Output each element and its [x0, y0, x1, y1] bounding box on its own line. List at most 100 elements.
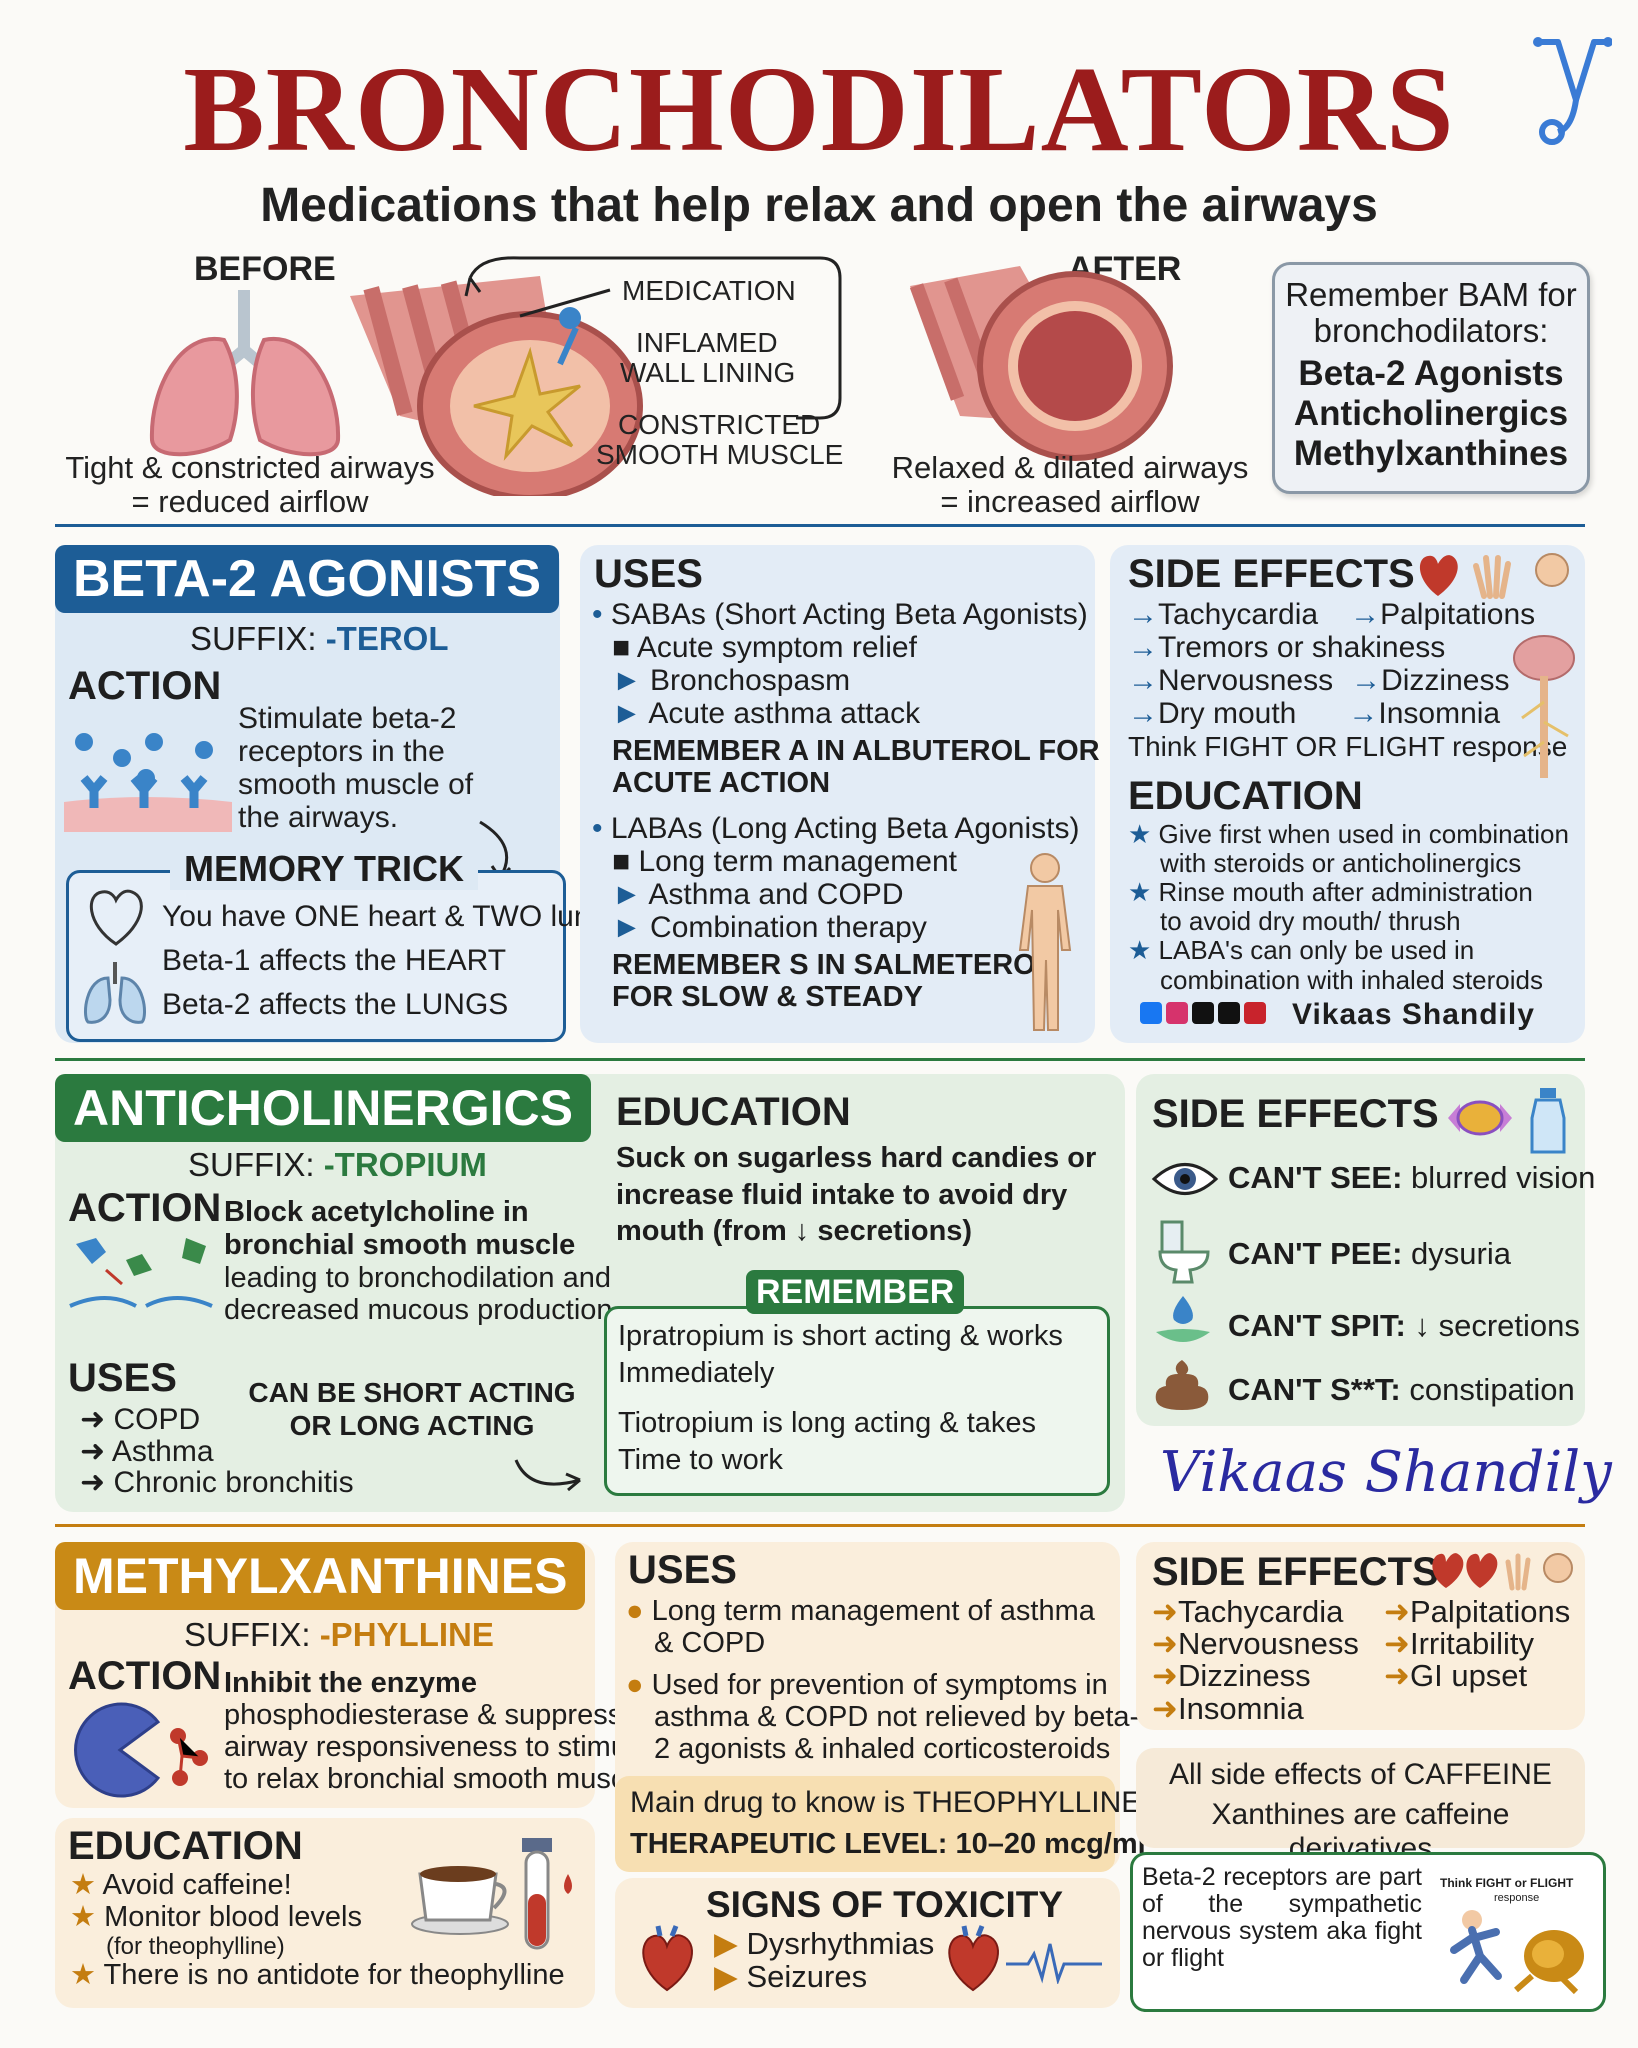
methyl-se-r2: ➜Irritability: [1384, 1626, 1534, 1662]
antichol-title-text: ANTICHOLINERGICS: [73, 1080, 573, 1136]
divider-gold: [55, 1524, 1585, 1527]
antichol-uses-list: ➜ COPD ➜ Asthma ➜ Chronic bronchitis: [80, 1404, 354, 1499]
antichol-se-title: SIDE EFFECTS: [1152, 1092, 1439, 1136]
beta2-note-text: Beta-2 receptors are part of the sympath…: [1142, 1863, 1422, 1972]
after-caption-2: = increased airflow: [940, 484, 1200, 519]
antichol-action-1: Block acetylcholine in: [224, 1196, 529, 1228]
brain-spine-icon: [1513, 635, 1575, 778]
heart-outline-icon: [89, 889, 143, 946]
ipratropium-line-1: Ipratropium is short acting & works: [618, 1320, 1063, 1352]
beta2-suffix: SUFFIX: -TEROL: [190, 620, 449, 658]
beta2-action-line-1: Stimulate beta-2: [238, 702, 457, 735]
antichol-suffix-label: SUFFIX:: [188, 1146, 324, 1183]
saba-item-3: ► Acute asthma attack: [612, 697, 921, 730]
methyl-use-2c: 2 agonists & inhaled corticosteroids: [654, 1732, 1111, 1765]
beta2-edu-3a-text: LABA's can only be used in: [1158, 935, 1475, 966]
antichol-suffix: SUFFIX: -TROPIUM: [188, 1146, 487, 1184]
cant-spit-text: ↓ secretions: [1405, 1308, 1580, 1343]
methyl-se-l3-text: Dizziness: [1177, 1658, 1311, 1694]
methyl-edu-3-text: There is no antidote for theophylline: [103, 1959, 565, 1992]
coffee-blood-vial-icon: [411, 1838, 572, 1950]
methyl-use-2b: asthma & COPD not relieved by beta-: [654, 1700, 1140, 1733]
antichol-can-be-2: OR LONG ACTING: [289, 1410, 535, 1442]
beta2-note-box: [1130, 1852, 1606, 2012]
running-man-lion-icon: [1450, 1910, 1584, 1995]
antichol-se-3: CAN'T SPIT: ↓ secretions: [1228, 1308, 1580, 1344]
beta2-action-line-2: receptors in the: [238, 735, 445, 768]
methyl-suffix: SUFFIX: -PHYLLINE: [184, 1616, 494, 1654]
bam-methylxanthines: Methylxanthines: [1293, 434, 1569, 474]
toxicity-panel: [615, 1878, 1120, 2008]
laba-item-1-text: Long term management: [638, 844, 957, 878]
methyl-action-1: Inhibit the enzyme: [224, 1667, 477, 1699]
candy-bottle-icon: [1448, 1088, 1566, 1154]
beta2-suffix-value: -TEROL: [325, 620, 449, 657]
pinterest-icon[interactable]: [1244, 1002, 1266, 1024]
methyl-se-r2-text: Irritability: [1409, 1626, 1534, 1662]
methyl-se-r3: ➜GI upset: [1384, 1658, 1528, 1694]
se-insomnia: Insomnia: [1378, 697, 1501, 730]
enzyme-inhibition-icon: [74, 1702, 208, 1798]
methyl-edu-1-text: Avoid caffeine!: [102, 1869, 292, 1901]
se-palpitations: Palpitations: [1380, 598, 1536, 631]
antichol-use-1: ➜ COPD: [80, 1403, 201, 1436]
antichol-edu-text: Suck on sugarless hard candies or increa…: [616, 1140, 1096, 1250]
antichol-action-text: Block acetylcholine in bronchial smooth …: [224, 1196, 613, 1327]
antichol-action-3: leading to bronchodilation and: [224, 1261, 611, 1294]
remember-content: Ipratropium is short acting & works Imme…: [618, 1318, 1063, 1478]
human-body-icon: [1018, 853, 1072, 1031]
antichol-se-2: CAN'T PEE: dysuria: [1228, 1236, 1511, 1272]
divider-blue: [55, 524, 1585, 527]
inflamed-label-2: WALL LINING: [620, 357, 796, 388]
beta2-title-text: BETA-2 AGONISTS: [73, 550, 542, 608]
cant-see-label: CAN'T SEE:: [1228, 1160, 1403, 1195]
methyl-se-l4-text: Insomnia: [1177, 1690, 1304, 1726]
inflamed-label-1: INFLAMED: [636, 327, 778, 358]
beta2-action-line-4: the airways.: [238, 801, 399, 834]
water-drop-icon: [1156, 1296, 1210, 1342]
beta2-edu-1a: ★ Give first when used in combination: [1128, 819, 1569, 849]
methyl-suffix-label: SUFFIX:: [184, 1616, 320, 1653]
methyl-se-l4: ➜Insomnia: [1152, 1690, 1304, 1726]
laba-item-2-text: Asthma and COPD: [648, 877, 904, 911]
antichol-action-label: ACTION: [68, 1186, 222, 1230]
facebook-icon[interactable]: [1140, 1002, 1162, 1024]
medication-callout-line: [464, 256, 842, 420]
heart-anatomy-icon-2: [948, 1925, 999, 1992]
constricted-label-2: SMOOTH MUSCLE: [596, 439, 844, 470]
x-icon[interactable]: [1218, 1002, 1240, 1024]
stethoscope-logo-icon: [1533, 37, 1612, 145]
methyl-use-2a-text: Used for prevention of symptoms in: [651, 1668, 1108, 1701]
eye-icon: [1151, 1163, 1219, 1195]
bam-anticholinergics: Anticholinergics: [1293, 394, 1569, 434]
toxicity-2-text: Seizures: [746, 1958, 868, 1994]
medication-label: MEDICATION: [622, 275, 796, 306]
beta2-edu-3b: combination with inhaled steroids: [1160, 964, 1543, 995]
curved-arrow-right-icon: [514, 1459, 581, 1492]
cant-poop-text: constipation: [1400, 1372, 1575, 1407]
saba-heading-text: SABAs (Short Acting Beta Agonists): [610, 598, 1088, 631]
methyl-title: METHYLXANTHINES: [55, 1542, 586, 1610]
remember-a-1: REMEMBER A IN ALBUTEROL FOR: [612, 735, 1100, 767]
beta2-author: Vikaas Shandily: [1292, 998, 1535, 1031]
dilated-airway-icon: [909, 266, 1173, 461]
beta2-uses-title: USES: [594, 552, 703, 596]
ipratropium-line-2: Immediately: [618, 1356, 775, 1389]
saba-item-1: ■ Acute symptom relief: [612, 631, 917, 664]
threads-icon[interactable]: [1192, 1002, 1214, 1024]
instagram-icon[interactable]: [1166, 1002, 1188, 1024]
cant-spit-label: CAN'T SPIT:: [1228, 1308, 1406, 1343]
saba-item-2-text: Bronchospasm: [650, 664, 851, 697]
beta2-uses-list: • SABAs (Short Acting Beta Agonists) ■ A…: [592, 598, 1100, 1014]
antichol-use-2-text: Asthma: [111, 1434, 214, 1468]
antichol-edu-title: EDUCATION: [616, 1090, 851, 1134]
saba-item-1-text: Acute symptom relief: [636, 631, 917, 664]
author-signature: Vikaas Shandily: [1160, 1440, 1612, 1505]
methyl-edu-title: EDUCATION: [68, 1824, 303, 1868]
constricted-label-1: CONSTRICTED: [618, 409, 821, 440]
methyl-se-r1: ➜Palpitations: [1384, 1594, 1571, 1629]
remember-s-2: FOR SLOW & STEADY: [612, 980, 923, 1013]
beta2-uses-panel: [580, 545, 1095, 1043]
methyl-action-4: to relax bronchial smooth muscle: [224, 1762, 648, 1795]
methyl-edu-2: ★ Monitor blood levels: [70, 1900, 362, 1933]
